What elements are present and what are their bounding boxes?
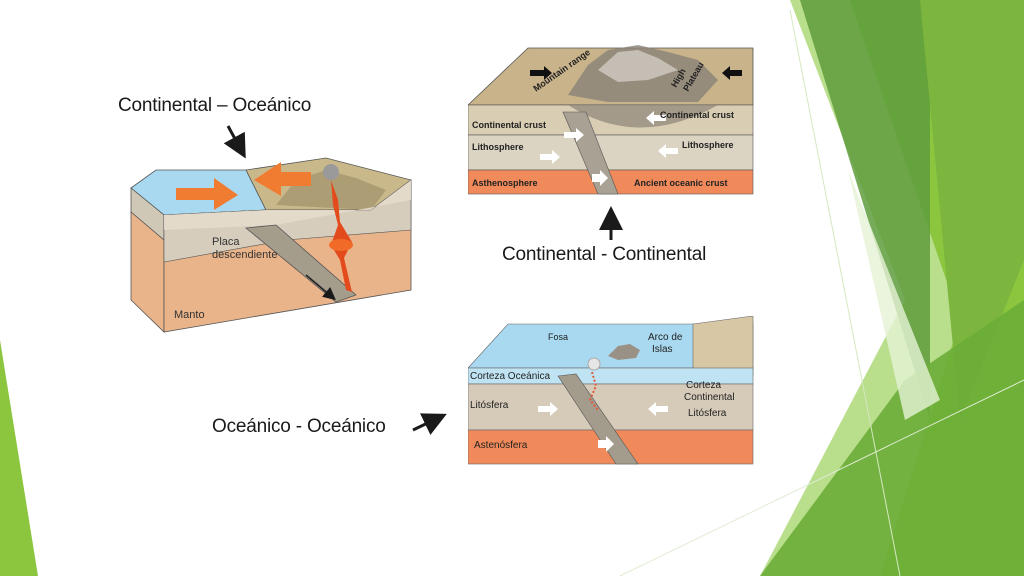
orange-arrow-left [254, 162, 311, 196]
mountains-snow [598, 50, 678, 82]
label-litosfera-left: Litósfera [470, 400, 509, 411]
magma-rise [588, 371, 599, 411]
white-arrow-4 [658, 144, 678, 158]
crust-band [164, 180, 411, 230]
crust-root [568, 105, 718, 128]
label-placa-1: Placa [212, 236, 240, 248]
label-continental-crust-right: Continental crust [660, 110, 734, 120]
caption-continental-oceanic: Continental – Oceánico [118, 95, 312, 116]
diagram-continental-continental: Mountain range High Plateau Continental … [468, 45, 754, 195]
label-continental-crust-left: Continental crust [472, 120, 546, 130]
label-litosfera-right: Litósfera [688, 408, 727, 419]
label-lithosphere-right: Lithosphere [682, 140, 734, 150]
continent-block [692, 316, 754, 377]
label-corteza-oceanica: Corteza Oceánica [470, 371, 550, 382]
right-green-white [848, 170, 940, 420]
label-ancient-oceanic-crust: Ancient oceanic crust [634, 178, 728, 188]
right-green-band [920, 0, 1024, 420]
label-placa-2: descendiente [212, 249, 277, 261]
white-arrow-3 [646, 111, 666, 125]
thin-line-2 [619, 379, 1024, 576]
caption-continental-continental: Continental - Continental [502, 244, 707, 265]
arrow-oo-pointer [412, 413, 447, 436]
orange-arrow-right [176, 178, 238, 210]
white-arrow-right [648, 402, 668, 416]
subducting-plate [557, 373, 639, 465]
white-arrow-1 [564, 128, 584, 142]
white-arrow-2 [540, 150, 560, 164]
diagram-continental-oceanic: Placa descendiente Manto [130, 157, 412, 333]
magma-chamber [329, 239, 353, 251]
island-arc [608, 344, 640, 360]
label-arco-1: Arco de [648, 332, 683, 343]
arrow-push-right [530, 66, 552, 80]
caption-oceanic-oceanic: Oceánico - Oceánico [212, 416, 386, 437]
arrow-co-pointer [223, 125, 246, 159]
subducting-slab [245, 224, 357, 303]
lithosphere-layer [468, 134, 754, 171]
arrow-push-left [722, 66, 742, 80]
left-green-strip [0, 340, 38, 576]
magma-column [331, 180, 352, 292]
white-arrow-5 [592, 170, 608, 186]
label-fosa: Fosa [548, 332, 568, 342]
thin-line-1 [789, 9, 901, 576]
label-manto: Manto [174, 309, 205, 321]
label-corteza-continental-2: Continental [684, 392, 735, 403]
diagram-oceanic-oceanic: Fosa Arco de Islas Corteza Oceánica Cort… [468, 316, 754, 465]
white-arrow-left [538, 402, 558, 416]
label-arco-2: Islas [652, 344, 673, 355]
label-astenosfera: Astenósfera [474, 440, 528, 451]
volcano-ash [323, 164, 339, 180]
label-corteza-continental-1: Corteza [686, 380, 721, 391]
label-asthenosphere: Asthenosphere [472, 178, 538, 188]
lithosphere-layer [468, 383, 754, 431]
white-arrow-down [598, 436, 614, 452]
right-green-bottom [760, 300, 1024, 576]
volcano-plume [587, 357, 601, 371]
label-lithosphere-left: Lithosphere [472, 142, 524, 152]
slab-arrow [305, 274, 336, 301]
